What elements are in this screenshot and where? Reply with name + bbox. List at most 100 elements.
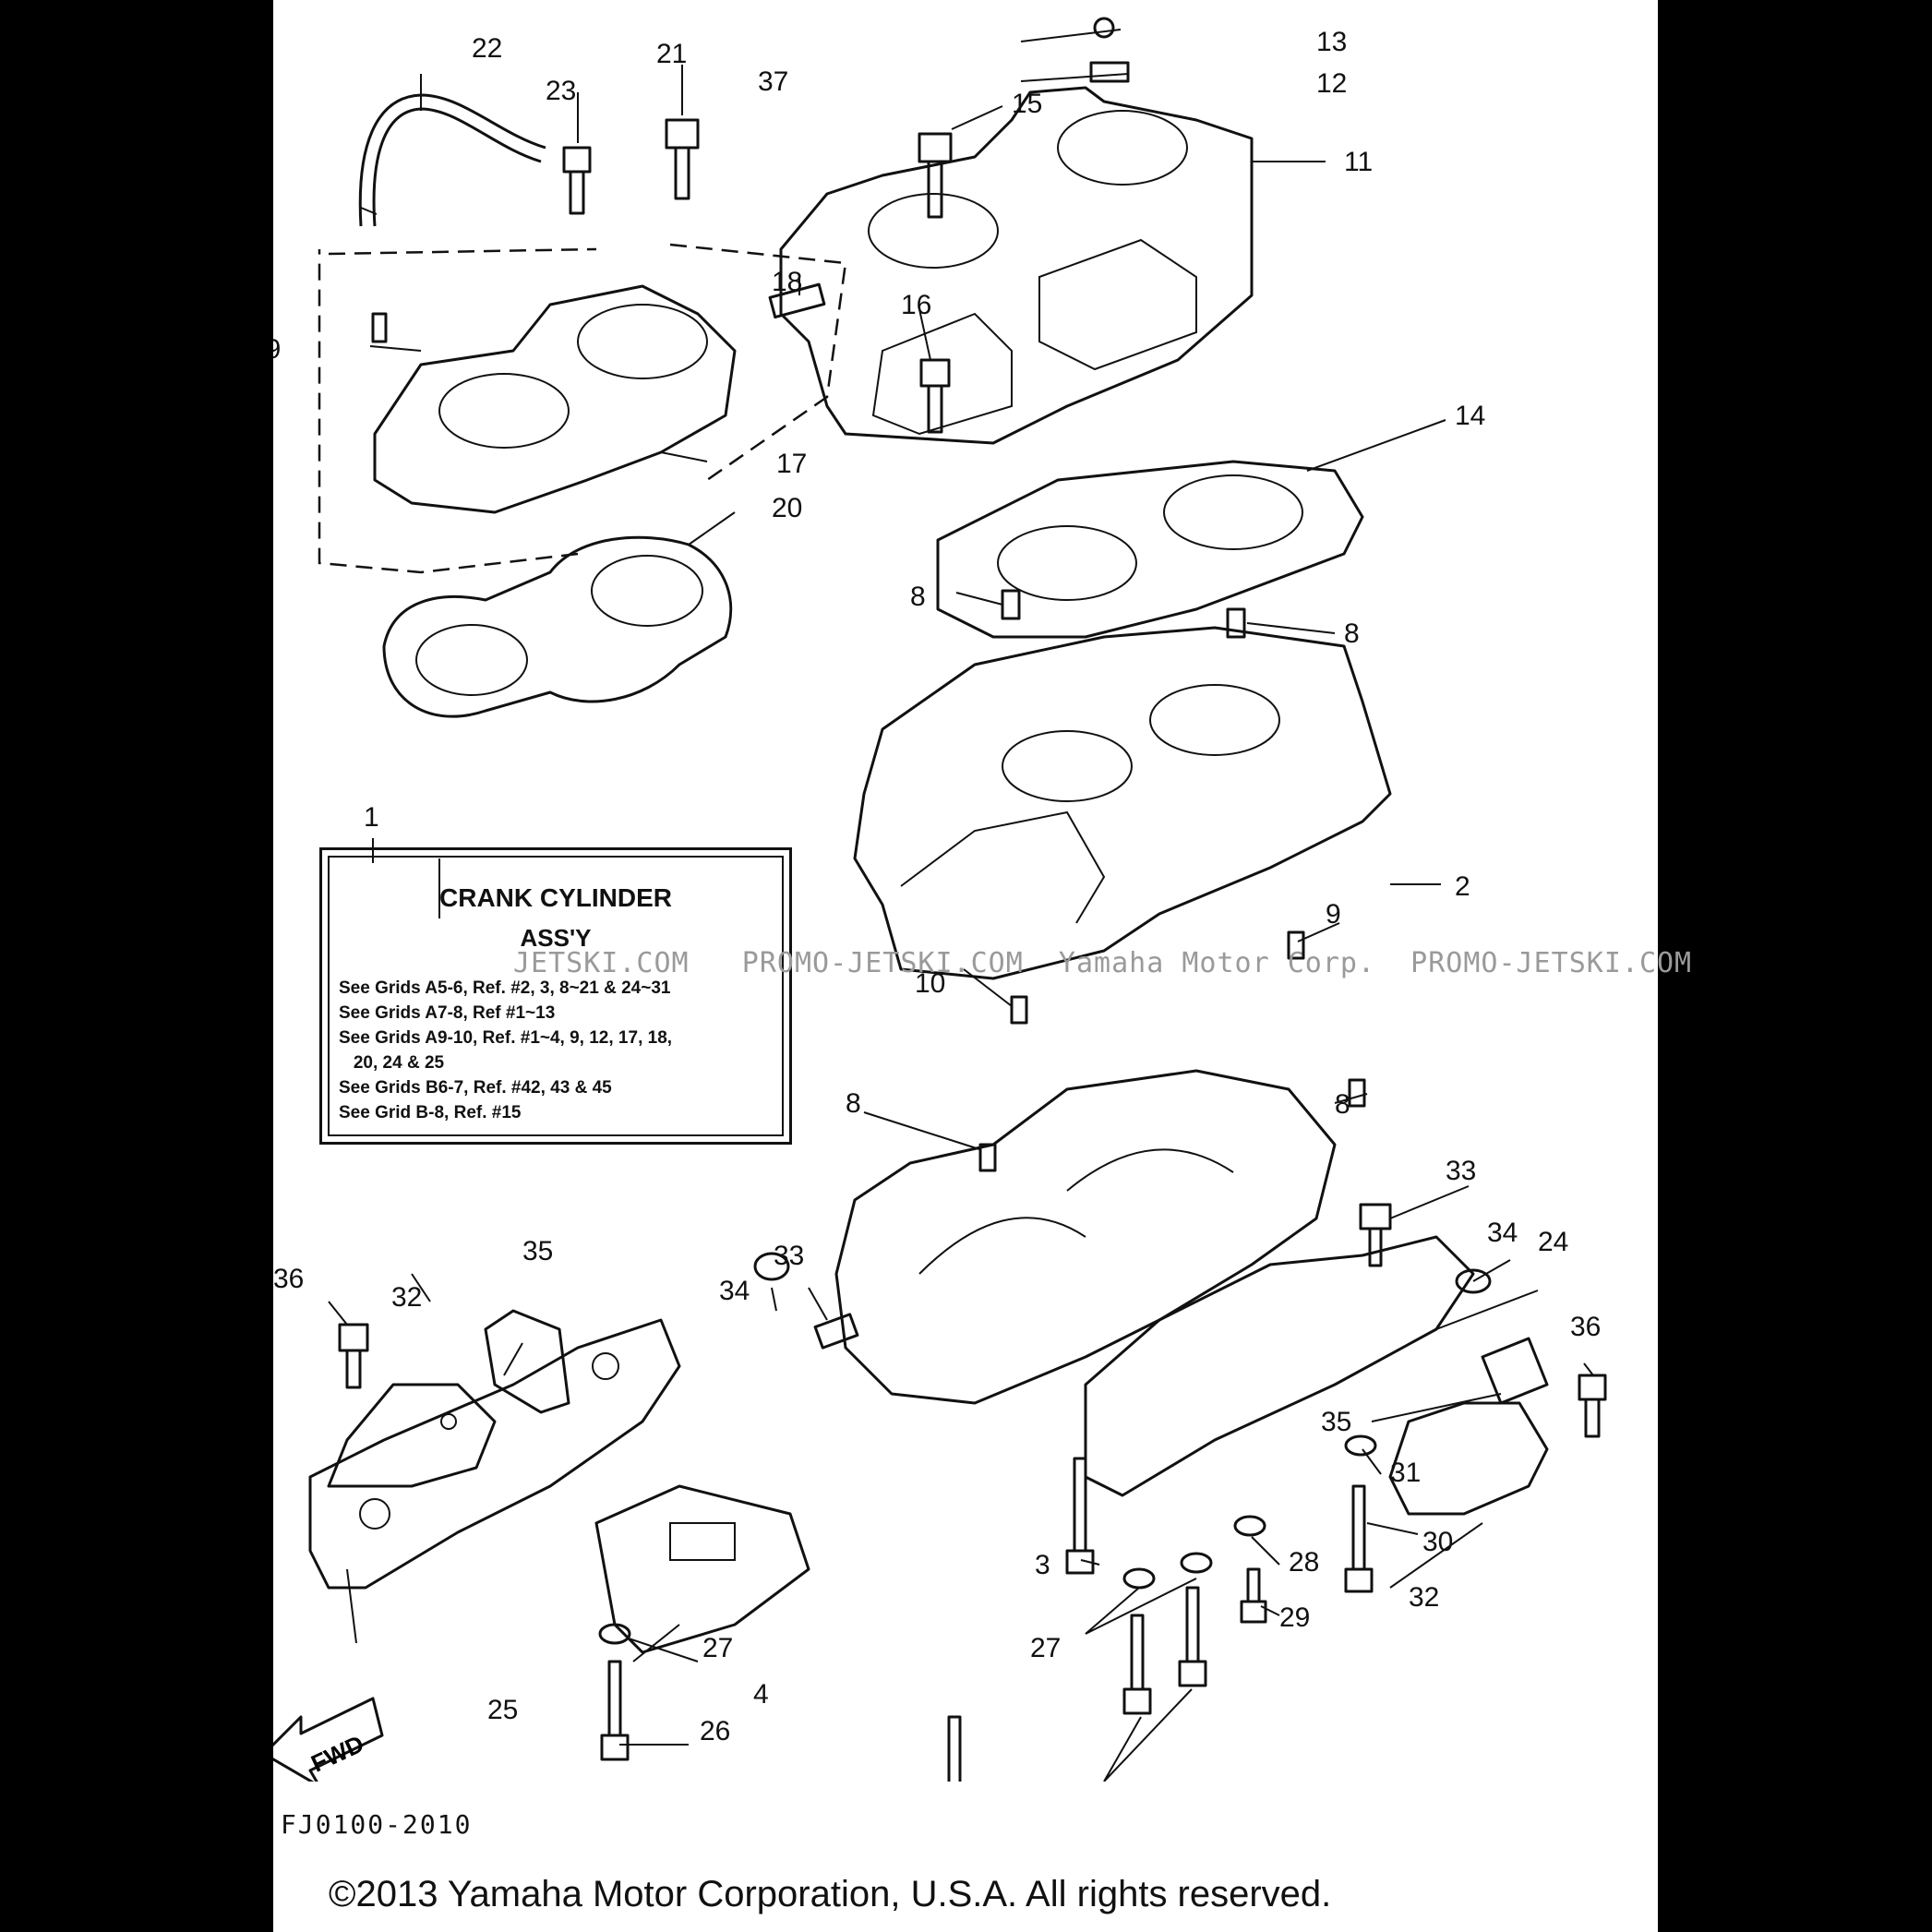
callout-27-left: 27: [702, 1633, 733, 1663]
washer-27-b: [1122, 1567, 1156, 1590]
callout-26-left: 26: [700, 1716, 730, 1746]
assembly-subtitle: ASS'Y: [520, 924, 592, 952]
washer-31: [1344, 1434, 1377, 1457]
engine-mount-32-right: [1388, 1401, 1549, 1516]
dowel-10: [1010, 995, 1028, 1025]
reference-line: 20, 24 & 25: [339, 1053, 445, 1073]
assembly-note-inner-border: [328, 856, 784, 1136]
callout-34-right: 34: [1487, 1218, 1518, 1248]
damper-35-left: [484, 1309, 570, 1414]
bolt-15: [918, 132, 953, 163]
dowel-8-c: [978, 1143, 997, 1172]
callout-2: 2: [1455, 871, 1470, 902]
callout-18: 18: [772, 267, 802, 297]
dowel-8-a: [1001, 589, 1021, 620]
callout-22: 22: [472, 33, 502, 64]
reference-line: See Grids A5-6, Ref. #2, 3, 8~21 & 24~31: [339, 978, 671, 998]
clamp-12: [1089, 61, 1130, 83]
washer-27-a: [1180, 1552, 1213, 1574]
crankcase-lower: [834, 1069, 1337, 1405]
parts-sheet: FWD 22 23 21 37: [273, 0, 1691, 1932]
callout-numbers: 22 23 21 37 23 19 18 17 20 13 12 15 11 1…: [273, 27, 1601, 1746]
watermark: JETSKI.COM PROMO-JETSKI.COM Yamaha Motor…: [513, 947, 1693, 979]
bolt-36-right: [1578, 1374, 1607, 1401]
callout-33-right: 33: [1446, 1156, 1476, 1186]
assembly-note-box: CRANK CYLINDER ASS'Y See Grids A5-6, Ref…: [319, 847, 792, 1145]
screw-13: [1093, 17, 1115, 39]
callout-16: 16: [901, 290, 931, 320]
pin-19: [371, 312, 388, 343]
callout-3: 3: [1035, 1550, 1050, 1580]
reference-line: See Grid B-8, Ref. #15: [339, 1103, 522, 1122]
bolt-26-c: [600, 1660, 630, 1761]
callout-8-b: 8: [1344, 618, 1360, 649]
engine-mount-32-left: [327, 1383, 497, 1488]
bolt-26-a: [1122, 1614, 1152, 1715]
callout-30: 30: [1422, 1527, 1453, 1557]
callout-12: 12: [1316, 68, 1347, 99]
cylinder-block-11: [779, 86, 1254, 445]
bolt-5: [947, 1715, 962, 1782]
upper-crankcase: [853, 589, 1392, 1025]
dowel-8-d: [1348, 1078, 1366, 1108]
callout-24: 24: [1538, 1227, 1568, 1257]
washer-27-c: [598, 1623, 631, 1645]
callout-33-left: 33: [774, 1241, 804, 1271]
crankcase-upper: [853, 626, 1392, 980]
exploded-parts-diagram: FWD 22 23 21 37: [273, 17, 1607, 1782]
callout-37: 37: [758, 66, 788, 97]
reference-line: See Grids A7-8, Ref #1~13: [339, 1003, 556, 1023]
callout-4: 4: [753, 1679, 769, 1710]
bolt-36-left: [338, 1323, 369, 1352]
callout-14: 14: [1455, 401, 1485, 431]
lower-crankcase: [834, 1069, 1366, 1405]
bolt-33-left: [813, 1313, 859, 1350]
dowel-9: [1287, 930, 1305, 960]
head-gasket-20: [382, 535, 733, 718]
callout-34-left: 34: [719, 1276, 750, 1306]
drawing-code: FJ0100-2010: [281, 1809, 473, 1840]
assembly-reference-list: See Grids A5-6, Ref. #2, 3, 8~21 & 24~31…: [339, 976, 672, 1125]
callout-36-left: 36: [273, 1264, 304, 1294]
callout-31: 31: [1390, 1458, 1421, 1488]
callout-19: 19: [273, 334, 281, 365]
hose-22: [372, 107, 542, 227]
washer-28: [1233, 1515, 1266, 1537]
bolt-16: [919, 358, 951, 388]
copyright-notice: ©2013 Yamaha Motor Corporation, U.S.A. A…: [329, 1874, 1332, 1914]
engine-mounts: FWD: [273, 1203, 1607, 1782]
callout-32-right: 32: [1409, 1582, 1439, 1613]
callout-36-right: 36: [1570, 1312, 1601, 1342]
callout-9: 9: [1326, 899, 1341, 930]
reference-line: See Grids A9-10, Ref. #1~4, 9, 12, 17, 1…: [339, 1028, 673, 1048]
forward-arrow-icon: FWD: [273, 1697, 384, 1782]
assembly-title: CRANK CYLINDER: [439, 883, 672, 912]
callout-1: 1: [364, 802, 379, 833]
bolt-30: [1344, 1484, 1374, 1593]
cylinder-gasket-14: [936, 460, 1364, 639]
cylinder-head-17: [373, 284, 737, 514]
callout-28: 28: [1289, 1547, 1319, 1578]
bolt-3: [1065, 1457, 1095, 1575]
callout-8-a: 8: [910, 582, 926, 612]
dowel-8-b: [1226, 607, 1246, 639]
callout-25: 25: [487, 1695, 518, 1725]
cylinder-head-group: [318, 93, 847, 718]
washer-34-right: [1455, 1268, 1492, 1294]
reference-line: See Grids B6-7, Ref. #42, 43 & 45: [339, 1078, 612, 1098]
fwd-label: FWD: [306, 1730, 367, 1778]
callout-27-right: 27: [1030, 1633, 1061, 1663]
engine-bracket-24: [1084, 1235, 1475, 1497]
cylinder-block-group: [779, 17, 1364, 639]
callout-11: 11: [1344, 147, 1373, 177]
engine-bracket-25: [308, 1318, 681, 1590]
callout-8-c: 8: [846, 1088, 861, 1119]
callout-17: 17: [776, 449, 807, 479]
engine-mount-4: [594, 1484, 810, 1654]
pin-18: [768, 282, 826, 319]
callout-15: 15: [1012, 89, 1042, 119]
callout-35-right: 35: [1321, 1407, 1351, 1437]
callout-8-d: 8: [1335, 1089, 1350, 1120]
washer-34-left: [753, 1252, 790, 1281]
callout-13: 13: [1316, 27, 1347, 57]
